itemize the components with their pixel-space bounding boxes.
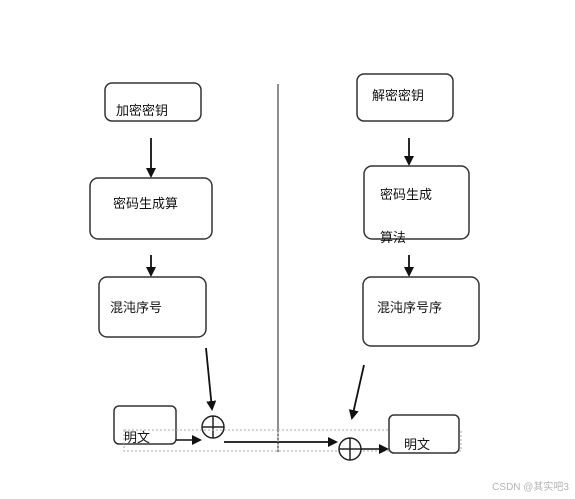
right-xor-symbol bbox=[338, 437, 362, 461]
right-plaintext-label: 明文 bbox=[404, 438, 430, 453]
left-plaintext-label: 明文 bbox=[124, 431, 150, 446]
right-key-box: 解密密钥 bbox=[356, 73, 454, 122]
right-algo-box: 密码生成 算法 bbox=[363, 165, 470, 246]
right-chaos-box: 混沌序号序 bbox=[362, 276, 480, 347]
arrow-right-chaos-to-xor bbox=[348, 364, 365, 420]
right-algo-label-line1: 密码生成 bbox=[380, 187, 432, 203]
watermark: CSDN @其实吧3 bbox=[492, 482, 569, 493]
left-xor-symbol bbox=[201, 415, 225, 439]
dashed-outline-right bbox=[277, 429, 462, 452]
left-key-label: 加密密钥 bbox=[116, 103, 168, 119]
arrow-left-chaos-to-xor bbox=[205, 347, 217, 411]
right-algo-label-line2: 算法 bbox=[380, 231, 406, 246]
left-algo-label: 密码生成算 bbox=[113, 196, 178, 212]
left-key-box: 加密密钥 bbox=[104, 82, 202, 122]
left-algo-box: 密码生成算 bbox=[89, 177, 213, 240]
right-key-label: 解密密钥 bbox=[372, 88, 424, 104]
left-chaos-box: 混沌序号 bbox=[98, 276, 207, 338]
left-chaos-label: 混沌序号 bbox=[110, 301, 162, 316]
right-plaintext-box: 明文 bbox=[388, 414, 460, 454]
left-plaintext-box: 明文 bbox=[113, 405, 177, 446]
right-chaos-label: 混沌序号序 bbox=[377, 301, 442, 316]
